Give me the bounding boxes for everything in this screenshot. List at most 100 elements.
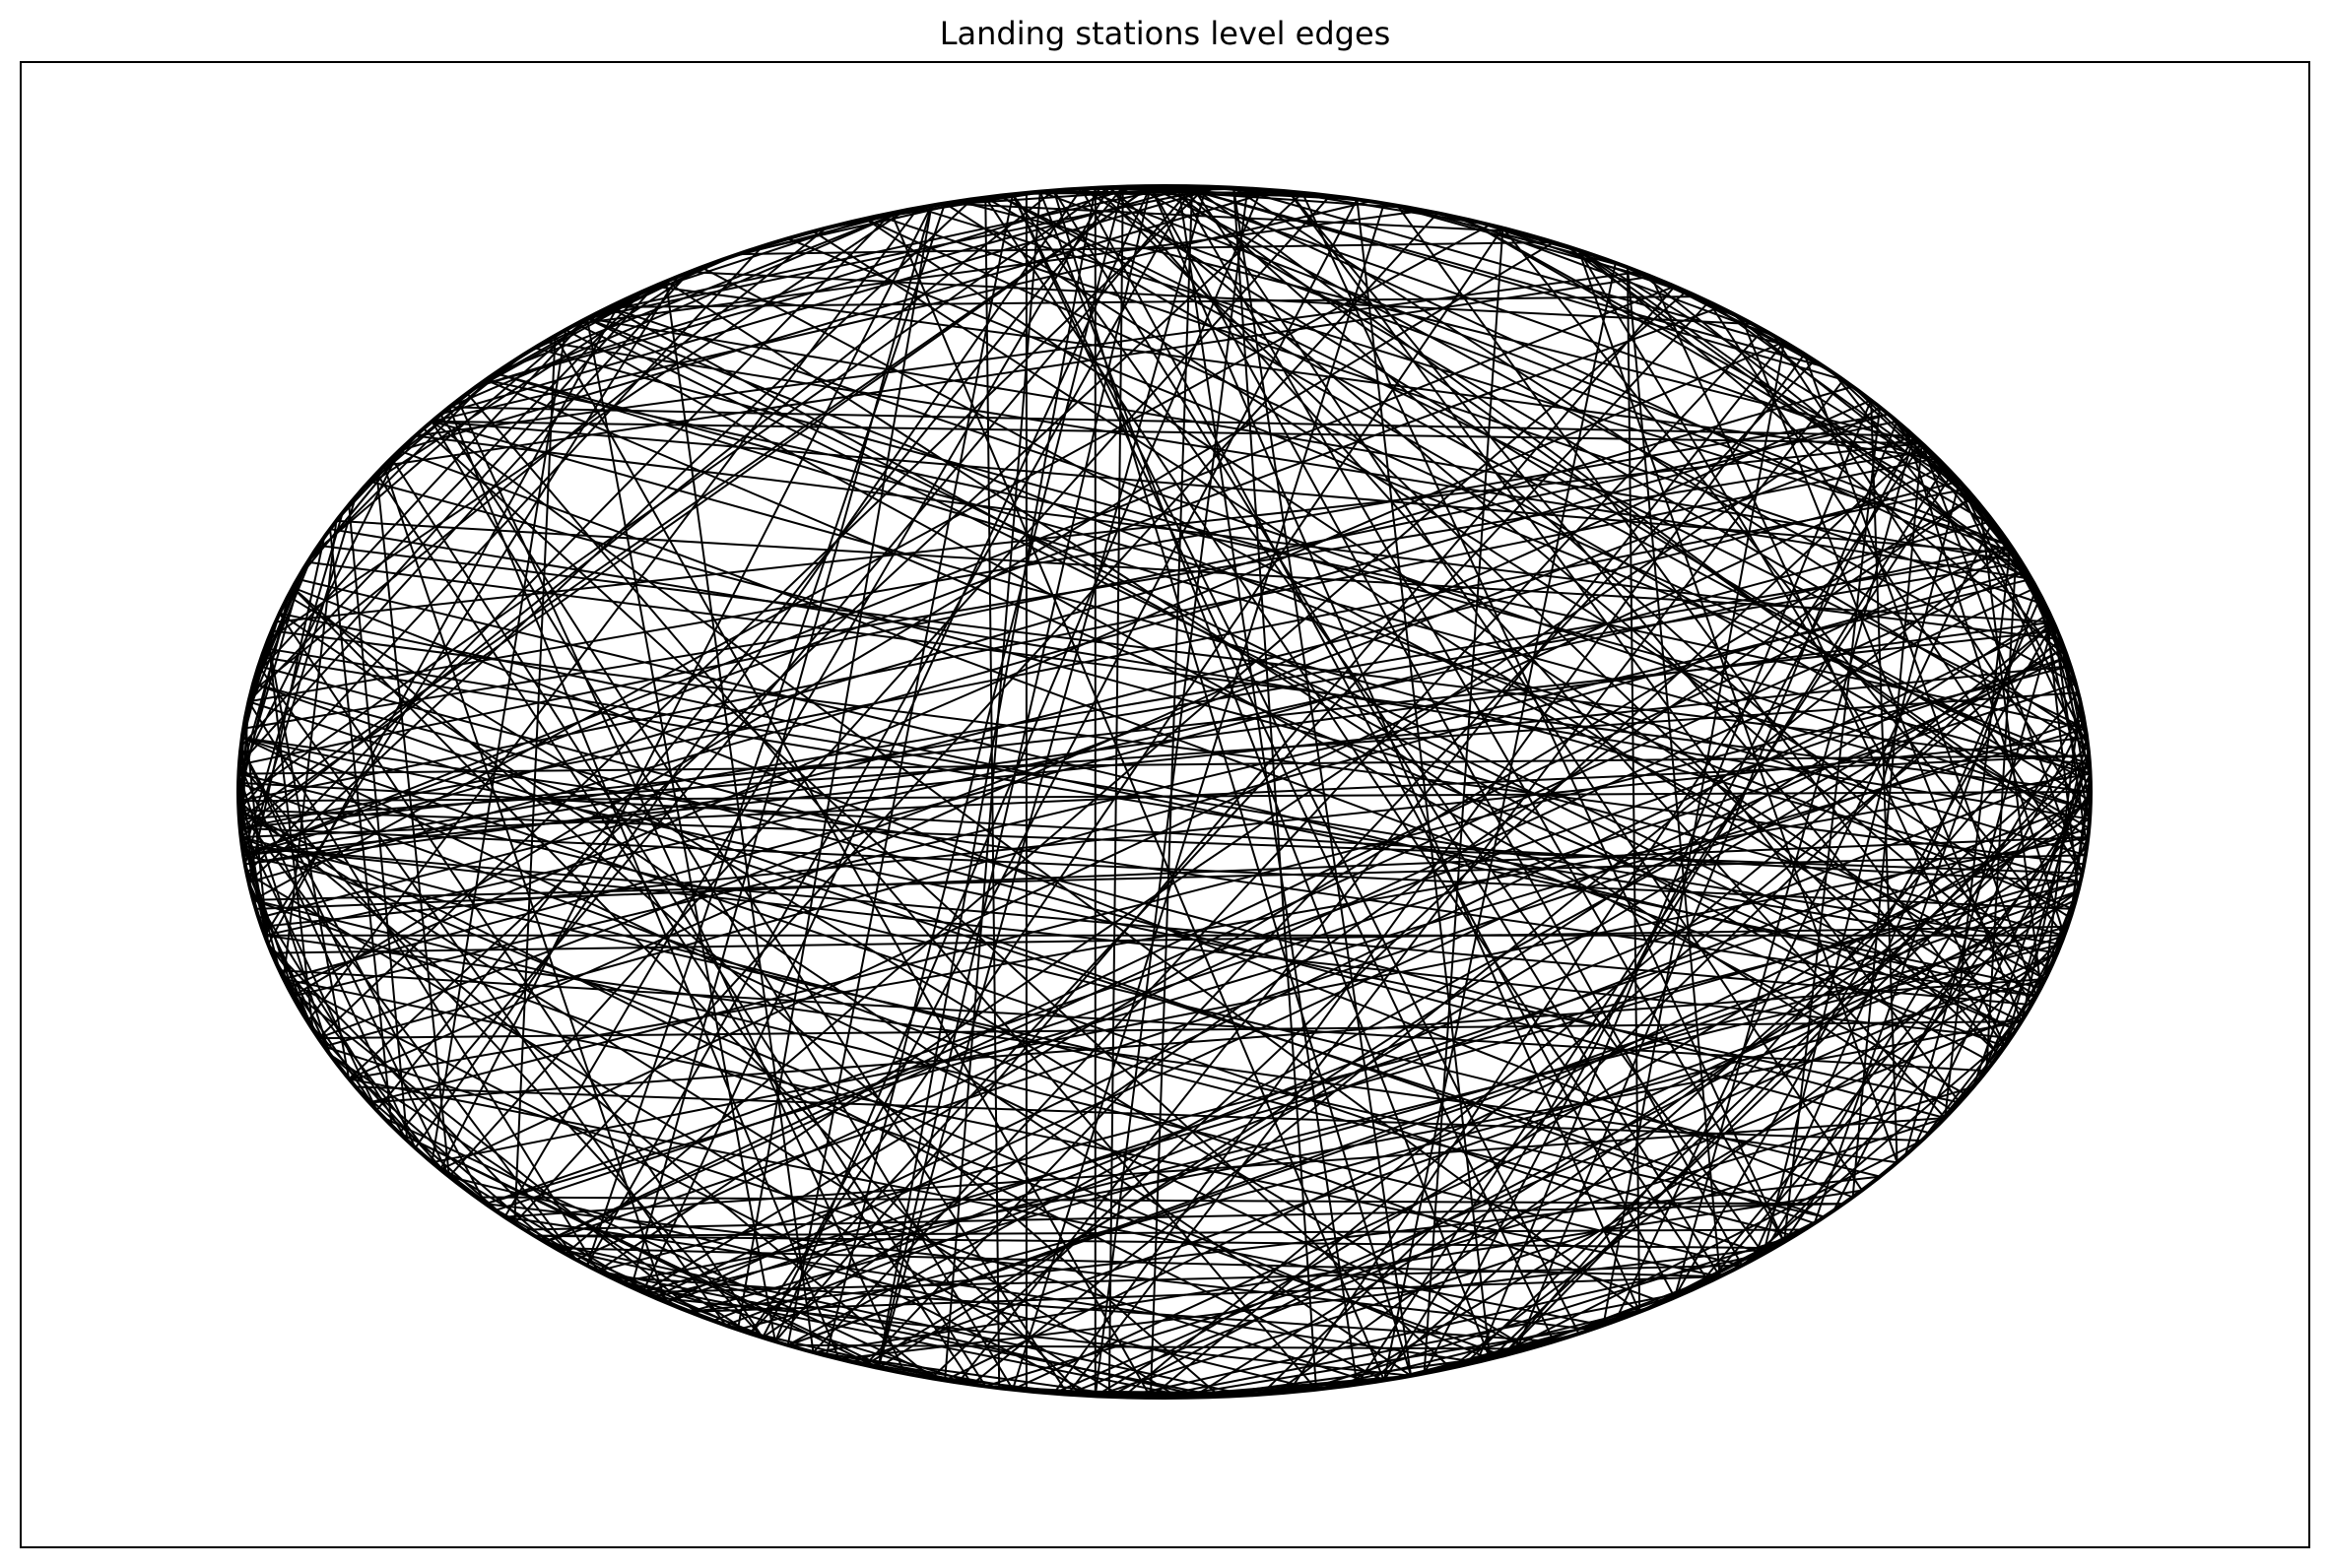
graph-edge: [257, 665, 727, 1327]
graph-edge: [2044, 604, 2092, 774]
graph-edge: [264, 934, 1897, 1164]
graph-edge: [1191, 1354, 1503, 1399]
graph-edge: [241, 736, 1529, 1350]
graph-edge: [348, 192, 1303, 1080]
graph-edge: [252, 898, 1743, 1267]
graph-edge: [241, 736, 1961, 1104]
graph-edge: [1177, 185, 2032, 580]
graph-edge: [1638, 271, 2037, 589]
graph-edge: [1396, 205, 2006, 1048]
graph-edge: [1383, 465, 1947, 1382]
graph-edge: [877, 612, 2050, 1369]
graph-edge: [586, 317, 2023, 1023]
graph-edge: [238, 691, 2079, 820]
graph-edge: [249, 890, 409, 1142]
graph-edge: [608, 305, 2091, 812]
graph-edge: [242, 553, 2017, 857]
graph-edge: [641, 185, 1152, 1293]
graph-edge: [318, 544, 2091, 766]
graph-edge: [243, 864, 314, 1031]
graph-edge: [306, 372, 497, 563]
graph-edge: [1998, 917, 2072, 1056]
graph-edge: [544, 718, 2085, 1243]
graph-edge: [665, 826, 2090, 1304]
graph-edge: [237, 245, 764, 812]
graph-edge: [712, 763, 2091, 1323]
graph-edge: [244, 560, 2022, 866]
graph-edge: [439, 186, 1221, 416]
graph-edge: [944, 817, 2091, 1382]
graph-edge: [375, 473, 973, 1386]
graph-edge: [944, 202, 2072, 919]
graph-edge: [1577, 249, 2028, 572]
graph-edge: [2003, 754, 2091, 1047]
graph-edge: [267, 209, 905, 641]
graph-edge: [1026, 191, 1330, 197]
graph-edge: [292, 586, 1083, 1397]
graph-edge: [1108, 186, 2046, 980]
graph-edge: [1920, 442, 2084, 874]
graph-edge: [283, 978, 1097, 1398]
graph-edge: [787, 881, 2081, 1346]
graph-edge: [238, 754, 2090, 775]
graph-edge: [1232, 186, 1795, 350]
graph-edge: [431, 421, 1014, 1391]
graph-edge: [1423, 435, 1915, 1374]
graph-edge: [1149, 186, 1194, 1398]
graph-edge: [984, 196, 2090, 829]
graph-edge: [762, 198, 1359, 1339]
graph-edge: [1053, 951, 2058, 1395]
graph-edge: [297, 434, 417, 580]
graph-edge: [466, 275, 679, 395]
graph-edge: [279, 612, 2041, 989]
graph-edge: [476, 185, 1193, 388]
graph-edge: [292, 586, 1853, 1199]
graph-edge: [264, 544, 2011, 937]
graph-edge: [238, 271, 691, 766]
network-graph: [236, 184, 2093, 1400]
graph-edge: [565, 291, 1688, 1255]
graph-edge: [241, 845, 2032, 1007]
graph-edge: [261, 656, 2058, 954]
graph-edge: [466, 392, 1317, 1391]
graph-edge: [1039, 190, 2017, 555]
graph-edge: [279, 969, 1987, 1073]
graph-edge: [1673, 435, 1915, 1298]
graph-edge: [349, 772, 2091, 1080]
graph-edge: [586, 185, 1193, 1267]
graph-edge: [431, 329, 567, 1163]
graph-edge: [258, 480, 1961, 919]
graph-edge: [258, 665, 1946, 1120]
graph-edge: [1904, 427, 2066, 937]
graph-edge: [800, 1347, 1040, 1394]
graph-edge: [237, 809, 1179, 1399]
graph-edge: [1260, 621, 2054, 1396]
graph-edge: [1288, 190, 2000, 1056]
graph-edge: [375, 473, 450, 1177]
graph-edge: [838, 1247, 1774, 1360]
graph-edge: [1501, 227, 2065, 937]
graph-edge: [787, 889, 2079, 1346]
graph-edge: [1177, 185, 1825, 368]
graph-edge: [238, 420, 1897, 766]
graph-edge: [1232, 187, 1317, 1390]
graph-edge: [398, 1132, 893, 1372]
graph-edge: [362, 266, 702, 490]
graph-edge: [513, 212, 1438, 1224]
graph-edge: [749, 300, 1710, 1335]
graph-edge: [1107, 186, 1124, 1397]
graph-edge: [1275, 189, 1491, 227]
graph-edge: [597, 1270, 789, 1346]
graph-edge: [323, 1045, 1371, 1384]
graph-edge: [1463, 218, 1981, 506]
graph-edge: [689, 1275, 1720, 1313]
chart-title: Landing stations level edges: [939, 15, 1391, 52]
graph-edge: [1730, 311, 1994, 522]
graph-edge: [1741, 317, 2023, 1022]
graph-edge: [238, 791, 2092, 803]
graph-edge: [1870, 400, 1898, 1163]
plot-area: [20, 61, 2310, 1548]
graph-edge: [787, 237, 2091, 766]
graph-edge: [2044, 604, 2089, 739]
